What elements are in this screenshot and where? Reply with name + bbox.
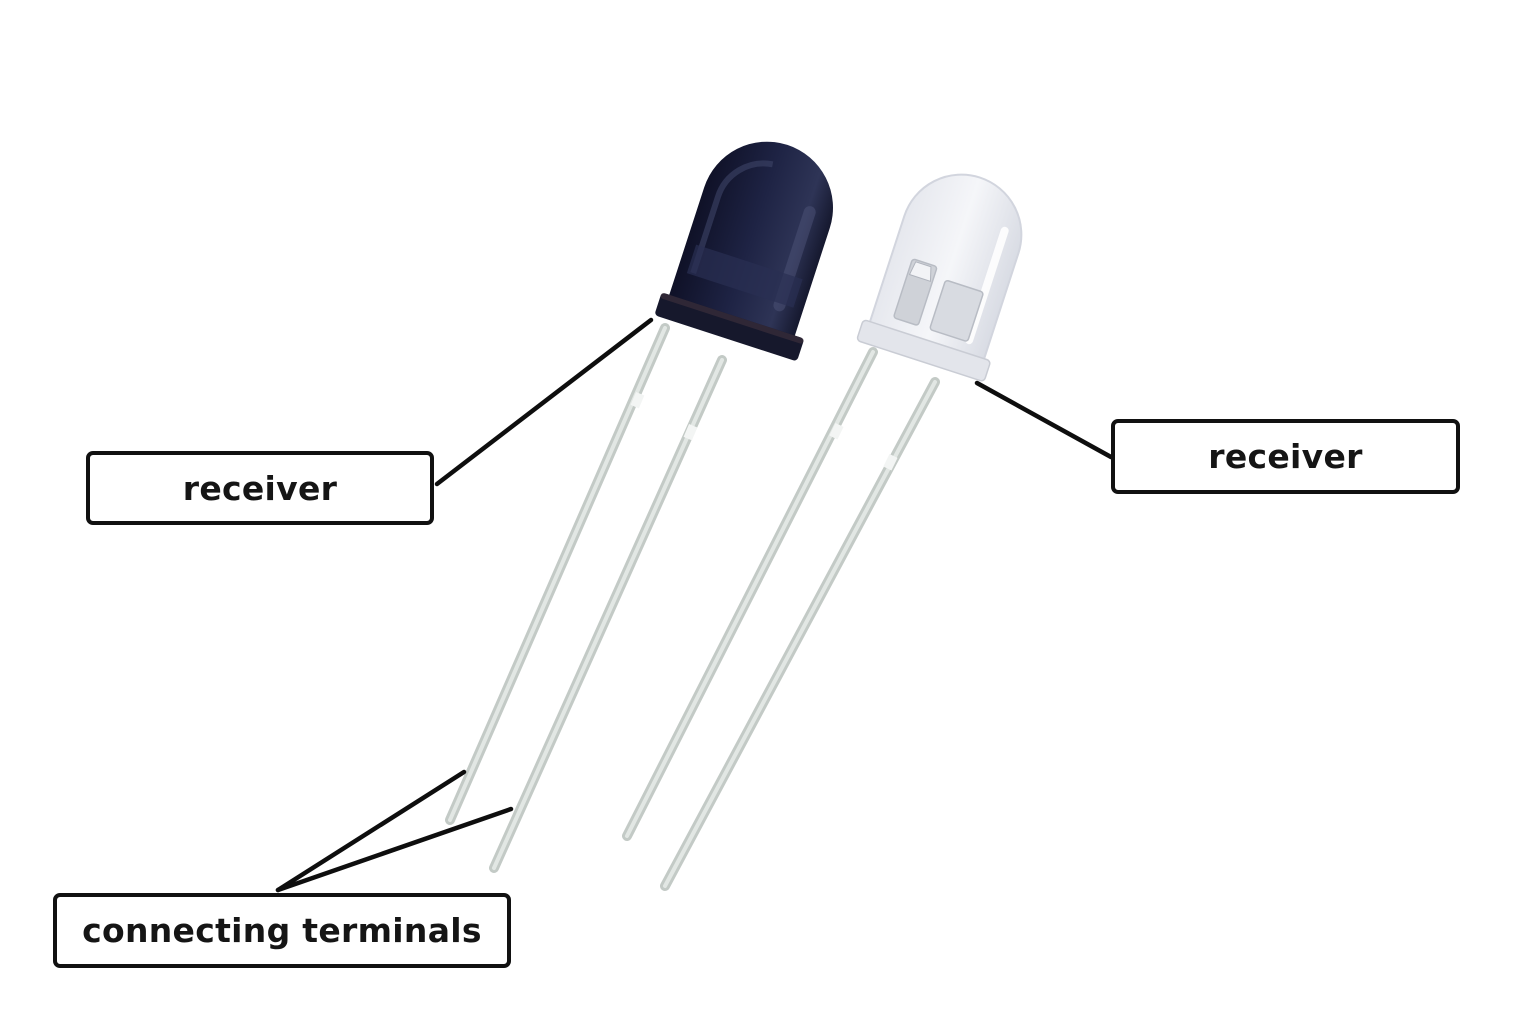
callout-line-left xyxy=(437,320,651,484)
dark-led xyxy=(654,122,859,361)
receiver-label-right: receiver xyxy=(1111,419,1460,494)
dark-led-leads xyxy=(450,328,722,868)
clear-led-leads xyxy=(627,352,935,886)
callout-line-terminal-2 xyxy=(278,809,511,890)
connecting-terminals-label-text: connecting terminals xyxy=(82,911,482,950)
callout-lines xyxy=(278,320,1111,890)
receiver-label-left-text: receiver xyxy=(183,469,337,508)
callout-line-terminal-1 xyxy=(278,772,464,890)
receiver-label-right-text: receiver xyxy=(1208,437,1362,476)
receiver-label-left: receiver xyxy=(86,451,434,525)
connecting-terminals-label: connecting terminals xyxy=(53,893,511,968)
callout-line-right xyxy=(977,383,1111,457)
clear-led xyxy=(857,157,1044,382)
